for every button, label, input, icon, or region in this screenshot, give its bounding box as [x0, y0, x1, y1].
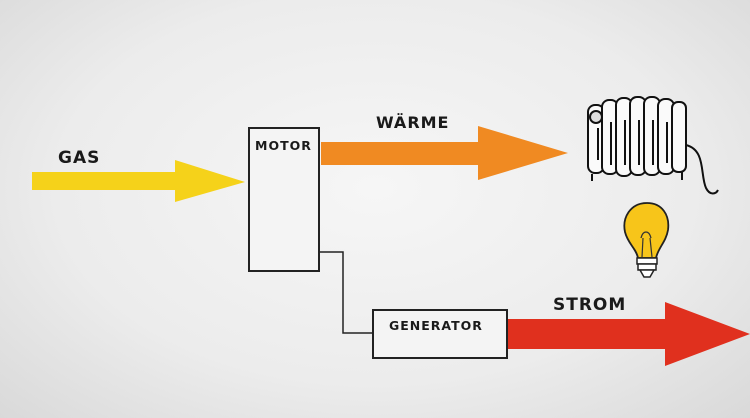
gas-arrow [32, 160, 245, 202]
gas-label: GAS [58, 148, 100, 168]
motor-box [248, 127, 320, 272]
generator-label: GENERATOR [389, 318, 483, 333]
radiator-icon [587, 96, 719, 195]
power-label: STROM [553, 295, 626, 315]
motor-label: MOTOR [255, 138, 312, 153]
generator-box [372, 309, 508, 359]
power-arrow [508, 302, 750, 366]
connector-line [319, 251, 373, 334]
light-bulb-icon [623, 202, 670, 278]
heat-label: WÄRME [376, 113, 449, 132]
heat-arrow [321, 126, 568, 180]
